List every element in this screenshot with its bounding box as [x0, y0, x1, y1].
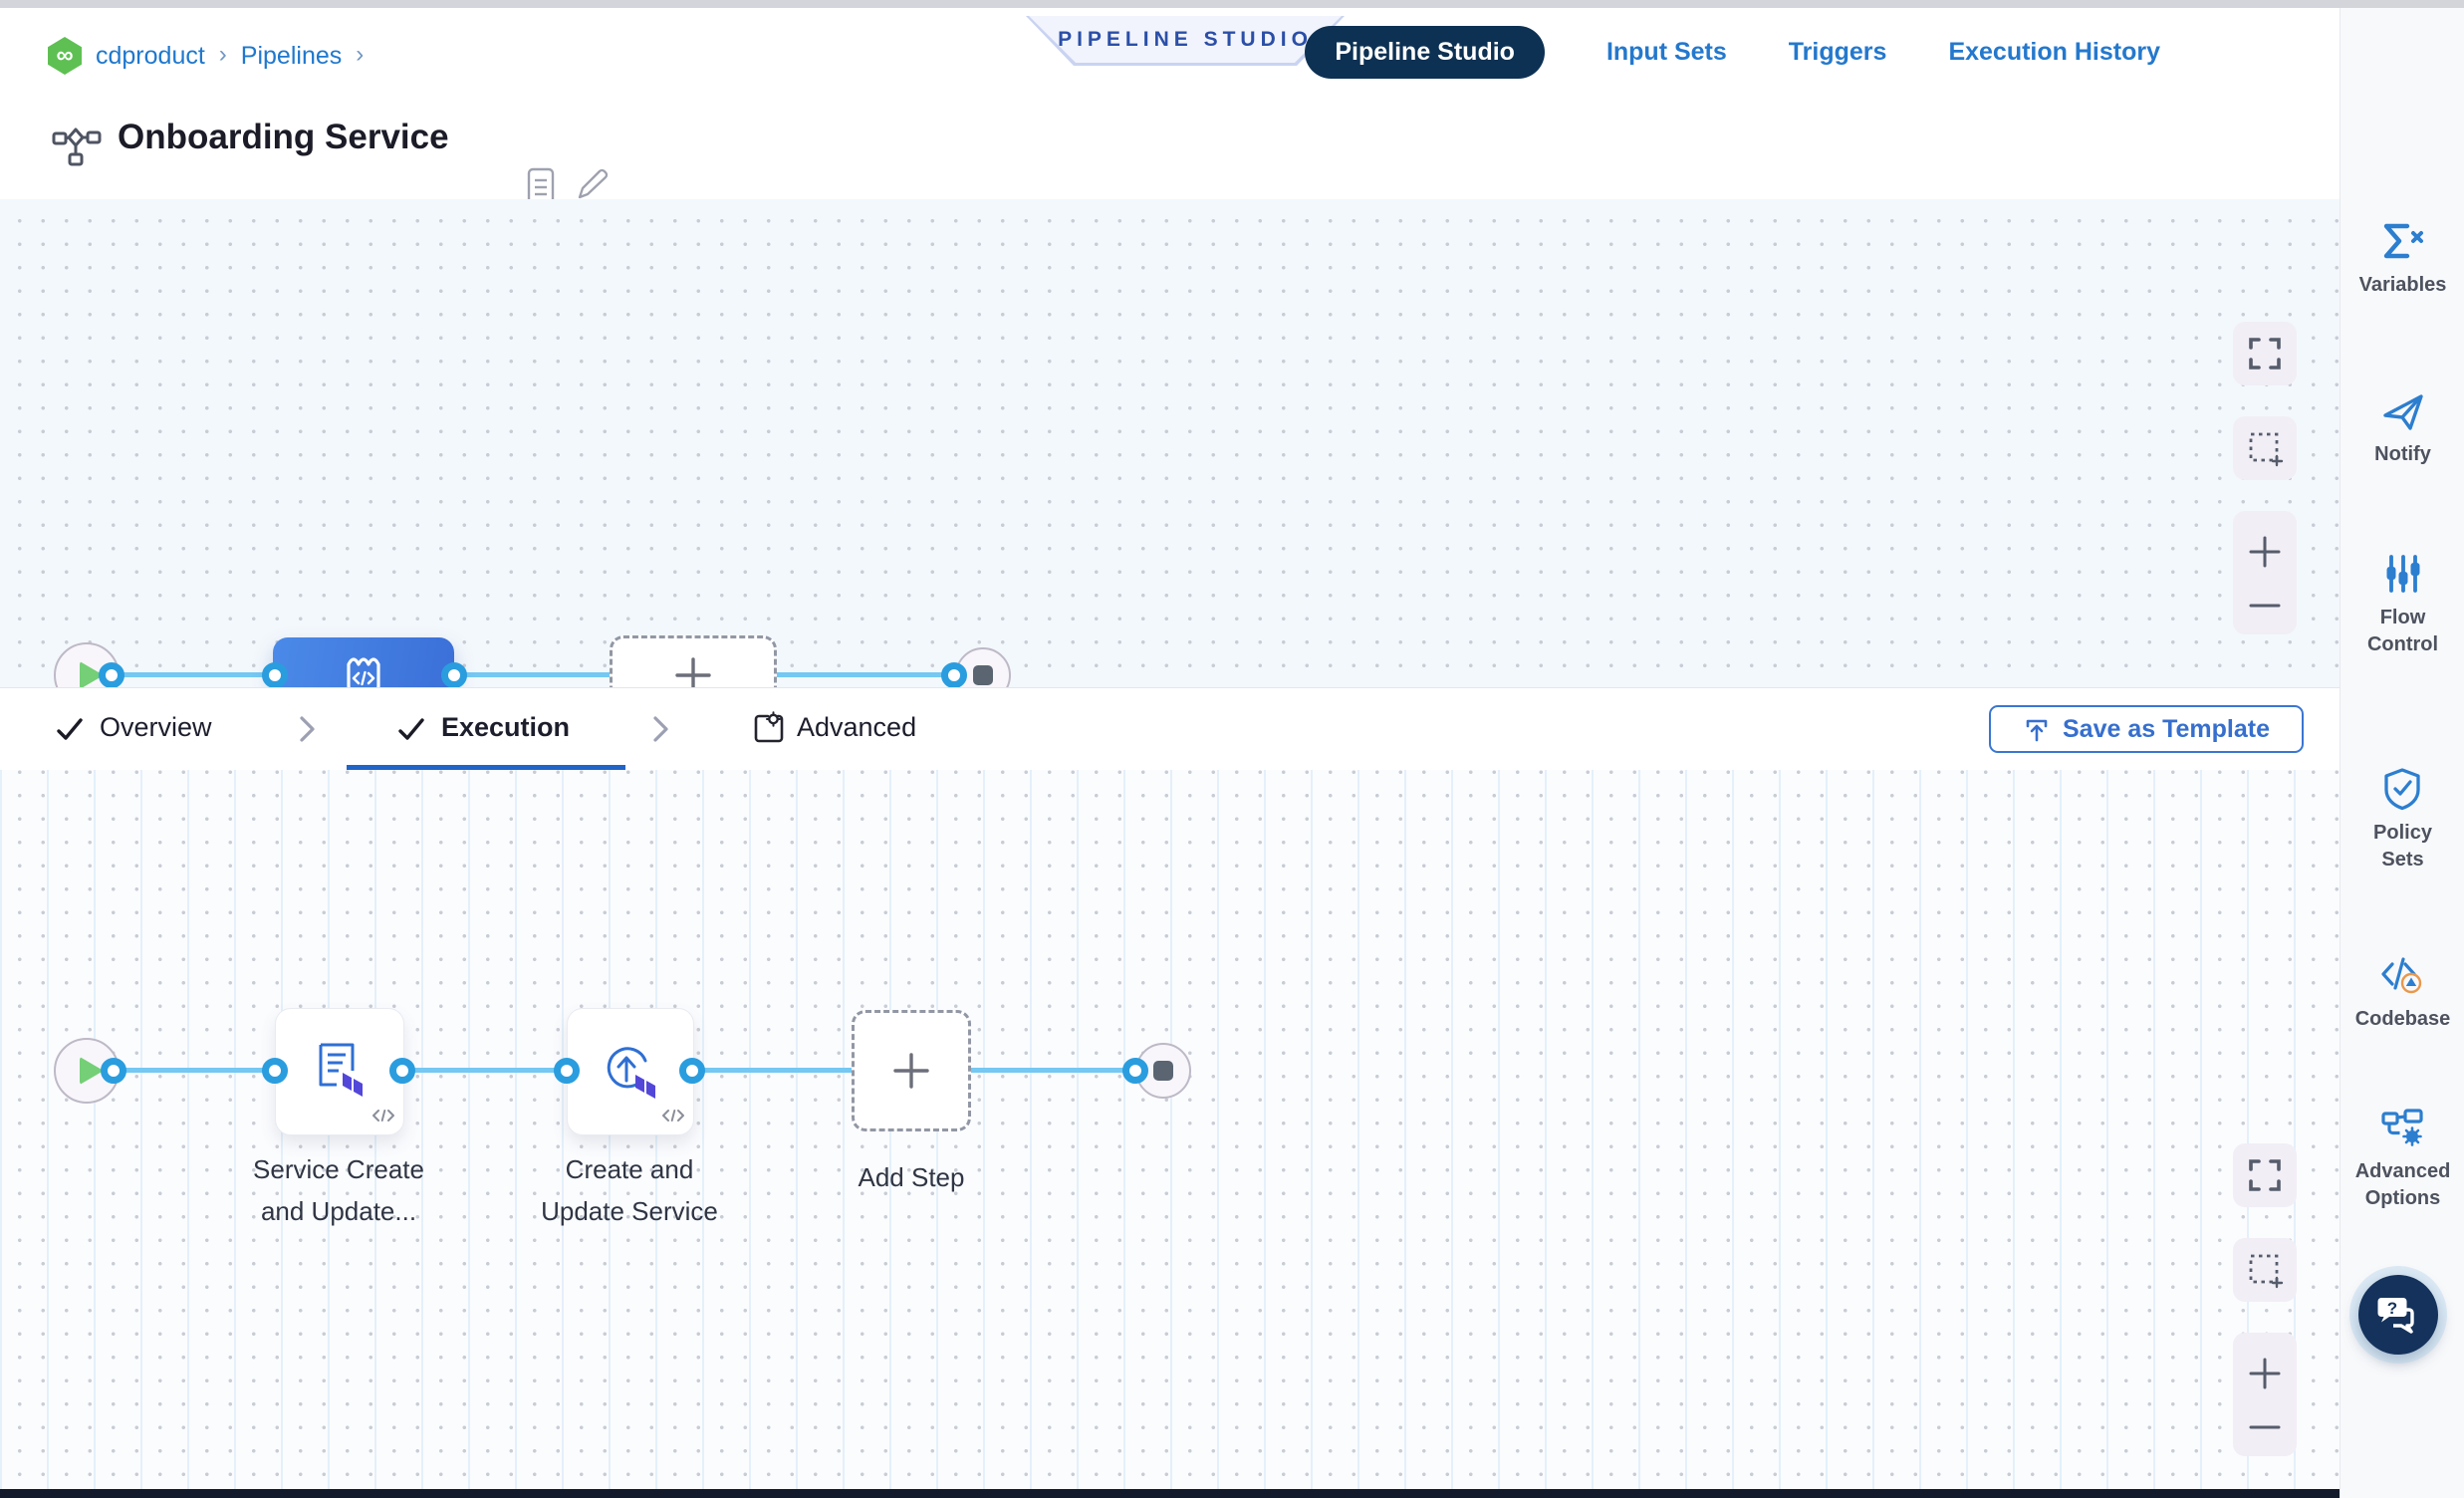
pipeline-gear-icon	[2380, 1109, 2423, 1146]
edge-line	[971, 1068, 1135, 1073]
edge-port	[441, 662, 467, 688]
edge-port	[679, 1058, 705, 1084]
edge-line	[100, 672, 275, 677]
edge-port	[554, 1058, 580, 1084]
edge-line	[692, 1068, 852, 1073]
chevron-right-icon: ›	[218, 41, 227, 68]
tab-pipeline-studio[interactable]: Pipeline Studio	[1305, 25, 1545, 79]
tab-advanced[interactable]: Advanced	[797, 712, 917, 742]
step-node-create-and-update-service[interactable]	[567, 1008, 694, 1135]
play-icon	[80, 1057, 104, 1085]
edge-port	[99, 662, 124, 688]
chevron-right-icon	[653, 716, 668, 742]
infinity-glyph: ∞	[56, 42, 74, 69]
breadcrumb-pipelines-link[interactable]: Pipelines	[240, 41, 343, 70]
multi-select-button[interactable]	[2233, 1238, 2297, 1302]
plus-icon	[675, 657, 711, 693]
pipeline-title: Onboarding Service	[118, 118, 449, 156]
marquee-select-icon	[2249, 432, 2284, 467]
tab-overview[interactable]: Overview	[100, 712, 212, 742]
pipeline-studio-banner: PIPELINE STUDIO	[1026, 16, 1345, 66]
marquee-select-icon	[2249, 1254, 2284, 1289]
check-icon	[57, 718, 83, 740]
zoom-in-button[interactable]	[2248, 535, 2282, 569]
sidebar-item-variables[interactable]: Variables	[2341, 218, 2464, 299]
save-as-template-label: Save as Template	[2063, 714, 2270, 743]
window-bottom-edge	[0, 1489, 2340, 1498]
svg-text:?: ?	[2387, 1299, 2397, 1318]
add-step-button[interactable]	[852, 1010, 971, 1131]
window-top-edge	[0, 0, 2464, 8]
help-chat-button[interactable]: ?	[2358, 1275, 2438, 1355]
tab-execution-history[interactable]: Execution History	[1948, 37, 2160, 66]
stop-icon	[1153, 1061, 1173, 1081]
code-glyph-icon	[372, 1109, 394, 1127]
pipeline-toolbar: Onboarding Service VISUAL YAML Save Disc…	[0, 88, 2340, 272]
add-step-label: Add Step	[858, 1162, 965, 1192]
stage-config-tabbar: Overview Execution Advanced Save as Temp…	[0, 687, 2340, 772]
chat-question-icon: ?	[2377, 1298, 2414, 1334]
zoom-out-button[interactable]	[2248, 1421, 2282, 1433]
upload-template-icon	[2026, 719, 2048, 742]
code-glyph-icon	[662, 1109, 684, 1127]
sliders-icon	[2386, 555, 2419, 593]
banner-label: PIPELINE STUDIO	[1058, 27, 1313, 51]
fit-to-screen-button[interactable]	[2233, 1143, 2297, 1207]
sidebar-item-notify[interactable]: Notify	[2341, 387, 2464, 468]
breadcrumb: ∞ cdproduct › Pipelines ›	[48, 36, 364, 76]
edge-line	[777, 672, 954, 677]
tab-input-sets[interactable]: Input Sets	[1605, 37, 1727, 66]
active-tab-underline	[347, 765, 625, 771]
header-bar: ∞ cdproduct › Pipelines › PIPELINE STUDI…	[0, 8, 2340, 89]
edge-port	[262, 1058, 288, 1084]
pipeline-graph-icon	[52, 127, 102, 166]
apply-terraform-icon	[607, 1047, 655, 1099]
shield-check-icon	[2383, 768, 2420, 811]
plus-icon	[893, 1053, 929, 1089]
execution-end-node	[1135, 1043, 1191, 1099]
zoom-controls	[2233, 1333, 2297, 1456]
zoom-out-button[interactable]	[2248, 600, 2282, 612]
sigma-x-icon	[2383, 223, 2423, 259]
chevron-right-icon	[300, 716, 315, 742]
save-as-template-button[interactable]: Save as Template	[1989, 705, 2304, 753]
zoom-controls	[2233, 511, 2297, 634]
header-nav-tabs: Pipeline Studio Input Sets Triggers Exec…	[1305, 25, 2160, 79]
edit-pencil-icon[interactable]	[574, 167, 610, 203]
check-icon	[398, 718, 424, 740]
edge-line	[100, 1068, 275, 1073]
code-warning-icon	[2380, 957, 2421, 994]
step-node-service-create-update[interactable]	[275, 1008, 404, 1135]
edge-port	[389, 1058, 415, 1084]
sidebar-item-codebase[interactable]: Codebase	[2341, 952, 2464, 1033]
stop-icon	[973, 665, 993, 685]
edge-line	[454, 672, 610, 677]
tab-triggers[interactable]: Triggers	[1788, 37, 1887, 66]
edge-port	[1122, 1058, 1148, 1084]
zoom-in-button[interactable]	[2248, 1357, 2282, 1390]
harness-logo-icon[interactable]: ∞	[48, 37, 82, 75]
advanced-tab-icon	[754, 711, 784, 743]
fit-to-screen-button[interactable]	[2233, 322, 2297, 385]
chevron-right-icon: ›	[356, 41, 365, 68]
edge-port	[101, 1058, 126, 1084]
fullscreen-icon	[2249, 338, 2281, 370]
edge-line	[402, 1068, 567, 1073]
edge-port	[262, 662, 288, 688]
script-terraform-icon	[319, 1043, 363, 1097]
fullscreen-icon	[2249, 1159, 2281, 1191]
breadcrumb-project-link[interactable]: cdproduct	[96, 41, 205, 70]
tab-execution[interactable]: Execution	[441, 712, 571, 742]
paper-plane-icon	[2382, 394, 2423, 430]
multi-select-button[interactable]	[2233, 416, 2297, 480]
edge-port	[941, 662, 967, 688]
